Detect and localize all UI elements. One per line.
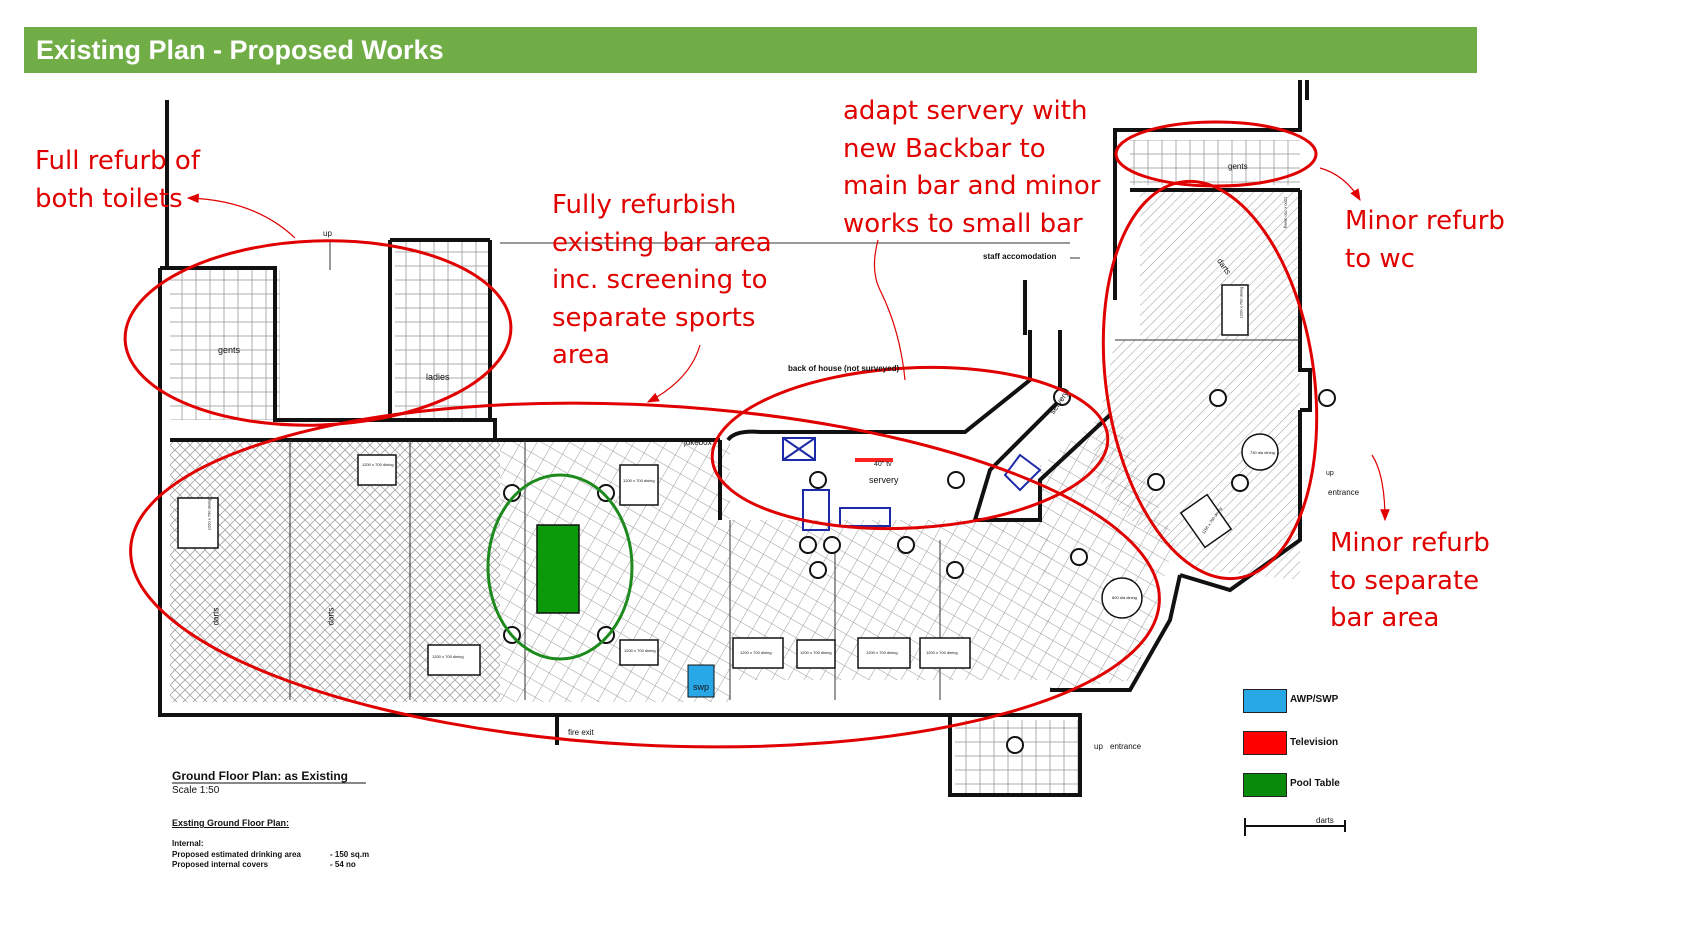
servery-equipment [782, 437, 1042, 531]
label-entrance-bottom: entrance [1110, 742, 1142, 751]
swp-machine [687, 664, 715, 698]
label-darts-1: darts [211, 607, 221, 626]
label-up-bottom: up [1094, 742, 1103, 751]
label-up-top: up [323, 229, 332, 238]
legend-swatch-awp [1243, 689, 1287, 713]
table-shapes [177, 284, 1279, 676]
table-label: 1200 x 700 dining [1238, 286, 1244, 319]
pool-table [536, 524, 580, 614]
label-swp: swp [693, 682, 710, 692]
toilets-ellipse [123, 239, 513, 427]
legend-label-awp: AWP/SWP [1290, 694, 1339, 705]
separate-bar-ellipse [1101, 179, 1319, 581]
legend-label-darts: darts [1316, 816, 1334, 825]
label-jukebox: jukebox [684, 438, 712, 447]
annotation-servery: adapt servery with new Backbar to main b… [843, 96, 1101, 239]
pool-ellipse [486, 473, 634, 661]
header-bar: Existing Plan - Proposed Works [24, 27, 1477, 73]
annotation-toilets: Full refurb of both toilets [35, 146, 200, 214]
label-servery: servery [869, 475, 899, 485]
stools [503, 388, 1336, 754]
label-entrance-right: entrance [1328, 488, 1360, 497]
label-staff: staff accomodation [983, 252, 1057, 261]
legend-darts-line [1244, 818, 1346, 836]
table-label: 1200 x 700 dining [740, 650, 772, 655]
annotation-ellipses [123, 120, 1319, 749]
legend-swatch-pool [1243, 773, 1287, 797]
notes-row1-value: - 150 sq.m [330, 850, 370, 859]
tv-marker [855, 458, 893, 462]
table-label: 1200 x 700 dining [1283, 196, 1289, 229]
table-label: 1200 x 700 dining [362, 462, 394, 467]
plan-title: Ground Floor Plan: as Existing [172, 769, 349, 783]
table-label: 1200 x 700 dining [623, 478, 655, 483]
legend-label-pool: Pool Table [1290, 778, 1340, 789]
label-up-right: up [1326, 470, 1334, 477]
annotation-bar-area: Fully refurbish existing bar area inc. s… [552, 190, 772, 370]
notes-subtitle: Exsting Ground Floor Plan: [172, 818, 289, 828]
annotation-wc: Minor refurb to wc [1345, 206, 1505, 274]
legend-label-tv: Television [1290, 737, 1339, 748]
table-label: 1200 x 700 dining [206, 498, 212, 531]
label-back-of-house: back of house (not surveyed) [788, 364, 900, 373]
notes-row1-label: Proposed estimated drinking area [172, 850, 301, 859]
table-label: 1200 x 700 dining [800, 650, 832, 655]
notes-row2-label: Proposed internal covers [172, 860, 269, 869]
page-title: Existing Plan - Proposed Works [36, 35, 444, 65]
bar-area-ellipse [129, 401, 1161, 749]
table-label: 1200 x 700 dining [866, 650, 898, 655]
thin-lines [289, 240, 1300, 700]
legend-swatch-tv [1243, 731, 1287, 755]
table-label: 730 dia dining [1250, 450, 1275, 455]
table-label: 1200 x 700 dining [926, 650, 958, 655]
label-ladies: ladies [426, 372, 450, 382]
label-tv: 40" tv [874, 461, 892, 468]
label-darts-2: darts [326, 607, 336, 626]
notes-row2-value: - 54 no [330, 860, 356, 869]
table-label: 1200 x 700 dining [432, 654, 464, 659]
notes-internal: Internal: [172, 839, 204, 848]
annotation-arrows [186, 167, 1390, 522]
label-fire-exit: fire exit [568, 728, 594, 737]
table-label: 800 dia dining [1112, 595, 1137, 600]
label-gents-left: gents [218, 345, 241, 355]
servery-ellipse [710, 365, 1110, 531]
table-label: 1200 x 700 dining [624, 648, 656, 653]
annotation-separate-bar: Minor refurb to separate bar area [1330, 528, 1490, 633]
plan-scale: Scale 1:50 [172, 785, 220, 796]
label-gents-right: gents [1228, 162, 1248, 171]
